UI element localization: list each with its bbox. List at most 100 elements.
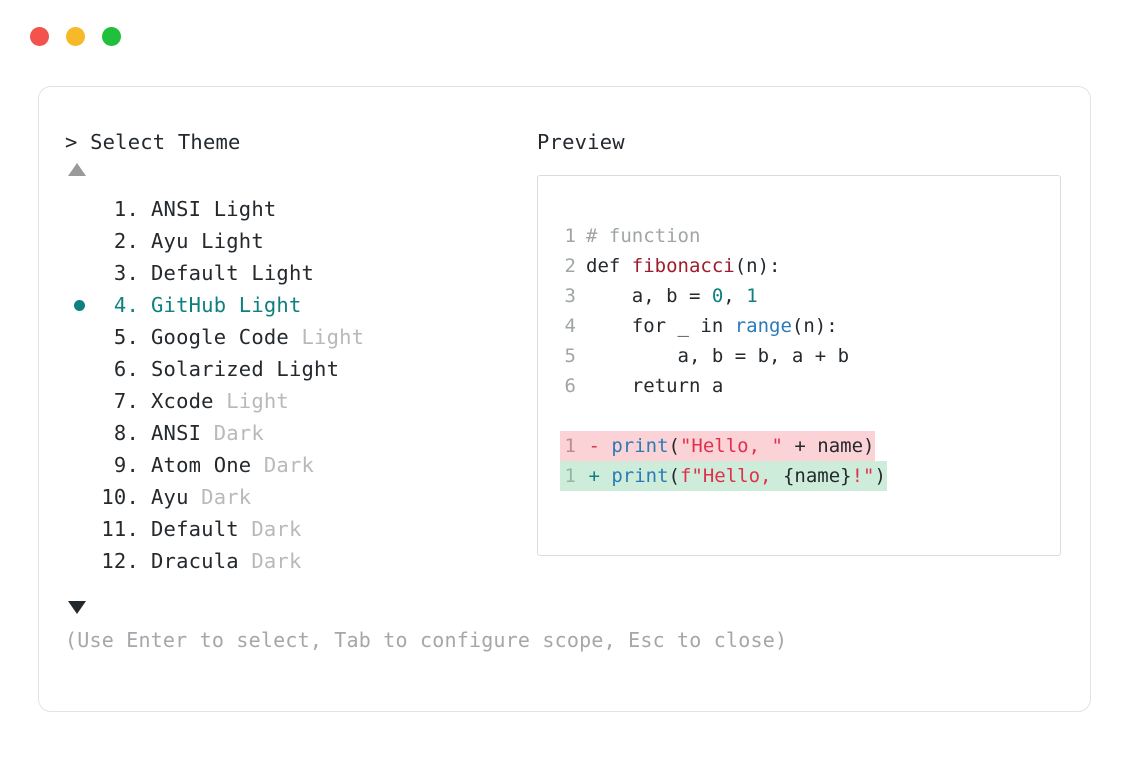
theme-item-variant: Light	[288, 325, 365, 349]
selection-bullet-cell	[65, 513, 93, 545]
theme-item-number: 10.	[101, 485, 139, 509]
code-token: (	[668, 465, 680, 487]
code-line-number: 5	[564, 345, 576, 367]
theme-item-name: Default	[151, 261, 239, 285]
diff-line-add: 1 + print(f"Hello, {name}!")	[560, 461, 1060, 491]
theme-item-number: 9.	[101, 453, 139, 477]
code-token: f"Hello,	[679, 465, 783, 487]
theme-list-item[interactable]: 10.Ayu Dark	[65, 481, 535, 513]
code-line-content: def fibonacci(n):	[586, 251, 780, 281]
selection-bullet-cell	[65, 225, 93, 257]
selection-bullet-cell	[65, 353, 93, 385]
theme-item-number: 12.	[101, 549, 139, 573]
triangle-down-icon	[68, 600, 86, 614]
code-line-number: 2	[564, 255, 576, 277]
keyboard-hint: (Use Enter to select, Tab to configure s…	[65, 628, 788, 652]
code-line-content: return a	[586, 371, 724, 401]
selection-bullet-cell	[65, 193, 93, 225]
theme-list-item[interactable]: 12. Dracula Dark	[65, 545, 535, 577]
theme-item-variant: Light	[188, 229, 264, 253]
theme-item-variant: Light	[213, 389, 289, 413]
code-token: 1	[746, 285, 758, 307]
theme-item-number: 3.	[101, 261, 139, 285]
selection-bullet-cell	[65, 417, 93, 449]
selection-bullet-cell	[65, 385, 93, 417]
theme-list-column: > Select Theme 1.ANSI Light 2. Ayu Light …	[65, 129, 535, 621]
selected-bullet-icon	[73, 299, 85, 311]
theme-item-variant: Light	[226, 293, 302, 317]
theme-list-item[interactable]: 3. Default Light	[65, 257, 535, 289]
theme-item-name: Xcode	[151, 389, 214, 413]
theme-list-item[interactable]: 5. Google Code Light	[65, 321, 535, 353]
code-token: range	[734, 315, 792, 337]
theme-item-number: 6.	[101, 357, 139, 381]
window-titlebar	[0, 0, 1129, 72]
code-token: a, b = b, a + b	[586, 345, 850, 367]
window-close-button[interactable]	[30, 26, 49, 46]
code-token: !"	[851, 465, 875, 487]
code-line: 3 a, b = 0, 1	[560, 281, 1060, 311]
code-token: (n):	[791, 315, 838, 337]
theme-item-name: Dracula	[151, 549, 239, 573]
code-line-number: 1	[564, 225, 576, 247]
code-line-content: for _ in range(n):	[586, 311, 838, 341]
theme-item-name: Ayu	[151, 229, 189, 253]
theme-list-item[interactable]: 6.Solarized Light	[65, 353, 535, 385]
theme-list-item[interactable]: 8. ANSI Dark	[65, 417, 535, 449]
theme-item-number: 2.	[101, 229, 139, 253]
theme-item-name: ANSI	[151, 421, 202, 445]
code-token: def	[586, 255, 632, 277]
scroll-up-indicator[interactable]	[65, 155, 535, 183]
code-line: 4 for _ in range(n):	[560, 311, 1060, 341]
diff-line-number: 1	[560, 461, 576, 491]
theme-list-item[interactable]: 1.ANSI Light	[65, 193, 535, 225]
code-token: {name}	[782, 465, 852, 487]
theme-item-variant: Light	[263, 357, 340, 381]
diff-line-content: + print(f"Hello, {name}!")	[576, 461, 887, 491]
diff-line-del: 1 - print("Hello, " + name)	[560, 431, 1060, 461]
theme-list-item[interactable]: 11.Default Dark	[65, 513, 535, 545]
code-token: fibonacci	[631, 255, 735, 277]
theme-list-item[interactable]: 7.Xcode Light	[65, 385, 535, 417]
theme-item-variant: Light	[238, 261, 315, 285]
code-token: + name)	[782, 435, 875, 457]
theme-list-item[interactable]: 9.Atom One Dark	[65, 449, 535, 481]
code-token: for _ in	[586, 315, 735, 337]
theme-item-name: Atom One	[151, 453, 252, 477]
code-token: a, b =	[586, 285, 712, 307]
window-minimize-button[interactable]	[66, 26, 85, 46]
code-token: return a	[586, 375, 724, 397]
code-line-content: a, b = 0, 1	[586, 281, 758, 311]
selection-bullet-cell	[65, 481, 93, 513]
selection-bullet-cell	[65, 289, 93, 321]
code-token: ,	[723, 285, 747, 307]
window-maximize-button[interactable]	[102, 26, 121, 46]
theme-item-name: Google Code	[151, 325, 289, 349]
code-line: 2 def fibonacci(n):	[560, 251, 1060, 281]
theme-list-item[interactable]: 2. Ayu Light	[65, 225, 535, 257]
code-line-number: 3	[564, 285, 576, 307]
code-token: print	[611, 435, 669, 457]
code-token: (n):	[734, 255, 781, 277]
theme-list-item[interactable]: 4.GitHub Light	[65, 289, 535, 321]
theme-item-name: ANSI	[151, 197, 202, 221]
scroll-down-indicator[interactable]	[65, 593, 535, 621]
diff-line-content: - print("Hello, " + name)	[576, 431, 876, 461]
theme-item-name: Default	[151, 517, 239, 541]
diff-sign: -	[577, 435, 612, 457]
theme-item-name: Ayu	[151, 485, 189, 509]
selection-bullet-cell	[65, 449, 93, 481]
theme-item-variant: Light	[201, 197, 277, 221]
selection-bullet-cell	[65, 545, 93, 577]
theme-list[interactable]: 1.ANSI Light 2. Ayu Light 3. Default Light…	[65, 193, 535, 577]
code-line-number: 6	[564, 375, 576, 397]
page-title: > Select Theme	[65, 130, 241, 154]
selection-bullet-cell	[65, 257, 93, 289]
theme-item-number: 5.	[101, 325, 139, 349]
theme-item-number: 8.	[101, 421, 139, 445]
theme-item-variant: Dark	[238, 549, 302, 573]
diff-sign: +	[577, 465, 612, 487]
theme-item-name: GitHub	[151, 293, 227, 317]
theme-item-variant: Dark	[201, 421, 264, 445]
